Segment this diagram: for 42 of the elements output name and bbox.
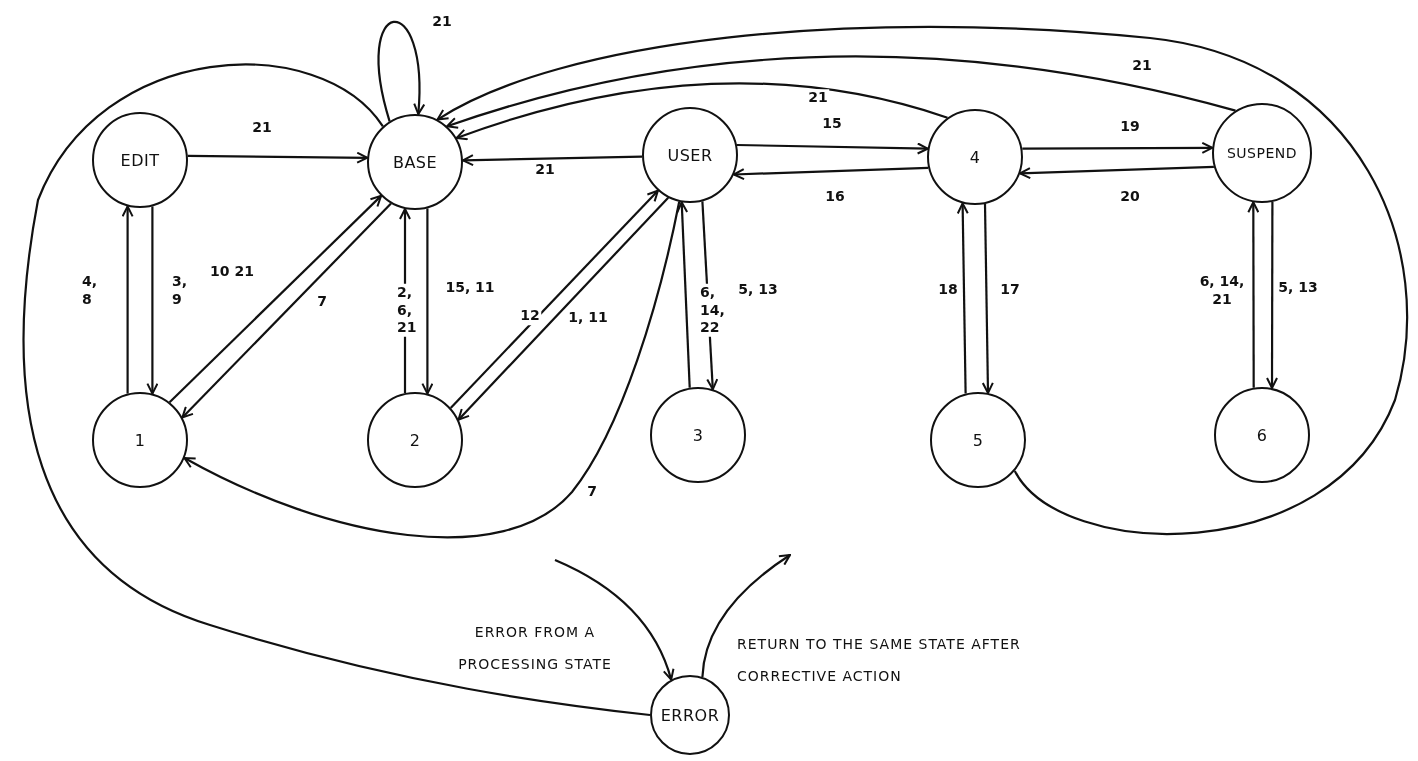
arrow — [457, 197, 669, 421]
arrow — [701, 554, 791, 678]
state-label: 3 — [692, 425, 704, 445]
state-label: BASE — [392, 152, 438, 172]
arrow — [732, 166, 929, 181]
arrow — [449, 189, 659, 409]
arrow — [436, 25, 1409, 535]
edge-label: 5, 13 — [1276, 279, 1320, 297]
state-label: 1 — [134, 430, 146, 450]
arrow — [956, 202, 969, 394]
arrow — [455, 82, 948, 141]
edge-label: 12 — [518, 307, 542, 325]
state-circle — [367, 114, 463, 210]
arrow — [1022, 141, 1214, 154]
state-label: 5 — [972, 430, 984, 450]
edge-label: 5, 13 — [736, 281, 780, 299]
arrow — [446, 55, 1236, 129]
state-label: USER — [667, 145, 713, 165]
arrow — [168, 194, 383, 403]
state-label: 2 — [409, 430, 421, 450]
state-label: 6 — [1256, 425, 1268, 445]
connector-line — [22, 63, 651, 717]
arrow — [146, 206, 159, 395]
arrow — [1266, 201, 1278, 389]
arrow — [676, 201, 691, 388]
edge-label: 1, 11 — [566, 309, 610, 327]
arrow — [187, 151, 369, 164]
arrow — [736, 142, 929, 155]
state-label: ERROR — [660, 705, 720, 725]
loop-arrow — [377, 21, 425, 122]
state-label: 4 — [969, 147, 981, 167]
arrow — [183, 201, 681, 539]
state-label: EDIT — [120, 150, 160, 170]
arrow — [121, 205, 134, 394]
arrow — [981, 204, 994, 394]
arrow — [462, 154, 643, 167]
arrow — [554, 559, 674, 681]
state-label: SUSPEND — [1226, 145, 1298, 161]
arrow — [1019, 165, 1214, 180]
arrow — [181, 202, 392, 419]
arrow — [421, 208, 434, 395]
arrow — [1247, 201, 1260, 388]
